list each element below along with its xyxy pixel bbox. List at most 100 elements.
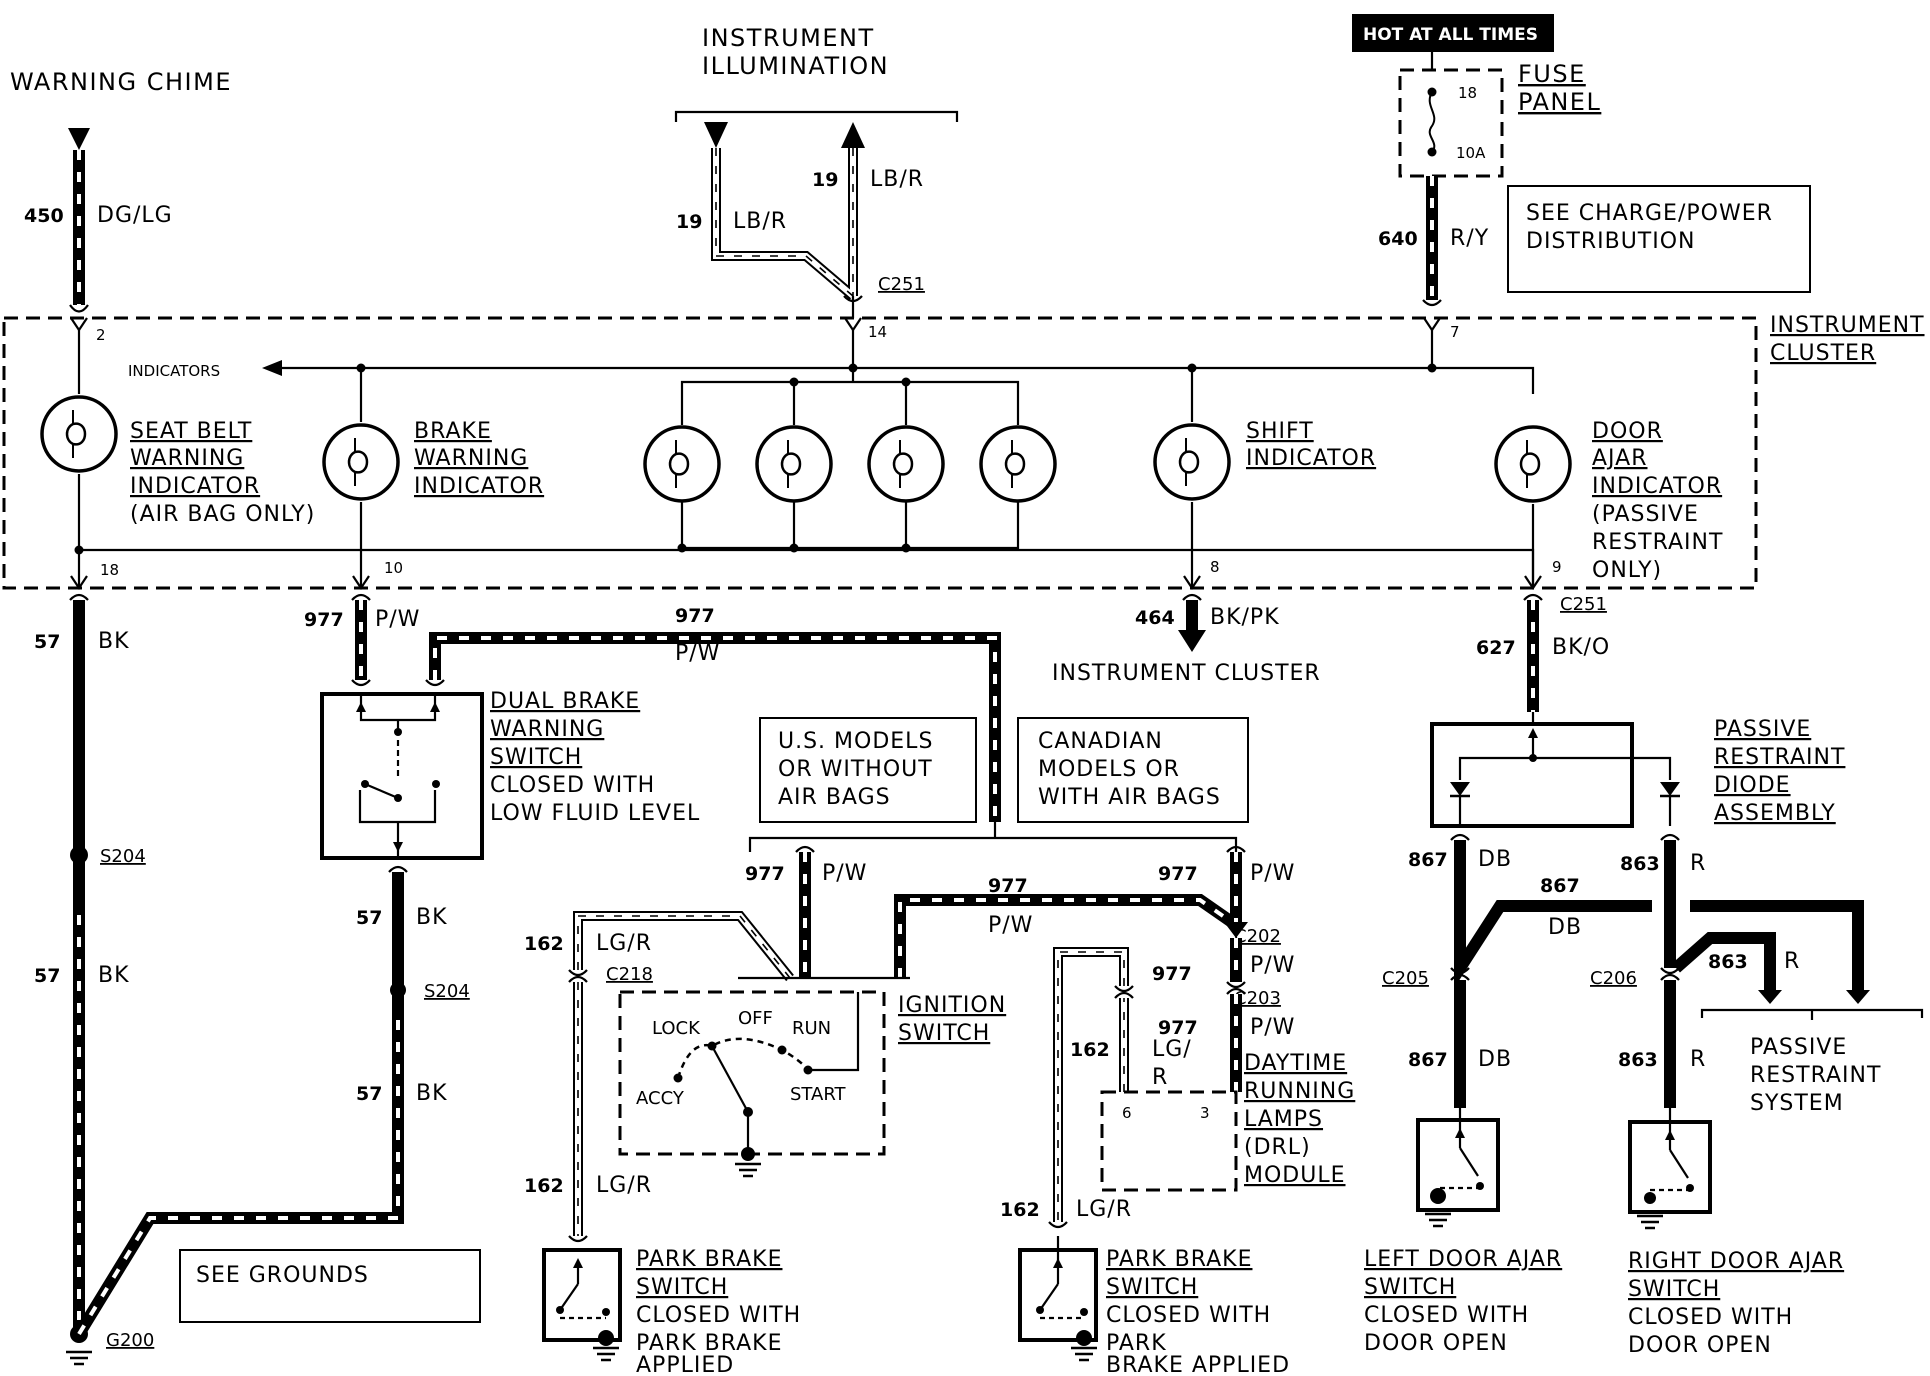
door-label-2: AJAR [1592, 446, 1648, 471]
wire-867b-color: DB [1548, 915, 1582, 940]
pb2-label-3: CLOSED WITH [1106, 1303, 1271, 1328]
drl-label-5: MODULE [1244, 1163, 1346, 1188]
connector-c251-top: C251 [878, 274, 925, 295]
wire-863c-color: R [1690, 1047, 1706, 1072]
diode-right-icon [1660, 782, 1680, 796]
passive-system-label-2: RESTRAINT [1750, 1063, 1881, 1088]
wire-977g-num: 977 [1158, 1017, 1198, 1039]
wire-19a-num: 19 [676, 211, 702, 233]
wire-162a-color: LG/R [596, 931, 652, 956]
passive-system-bracket [1700, 1008, 1924, 1020]
fuse-panel-box [1398, 68, 1504, 178]
pb2-label-2: SWITCH [1106, 1275, 1198, 1300]
fuse-panel-label-1: FUSE [1518, 60, 1586, 88]
wire-977c-color: P/W [822, 861, 867, 886]
canadian-models-box [1017, 717, 1249, 823]
instrument-illumination-label-2: ILLUMINATION [702, 52, 889, 80]
pb2-label-5: BRAKE APPLIED [1106, 1353, 1290, 1376]
dual-brake-label-3: SWITCH [490, 745, 582, 770]
canadian-label-2: MODELS OR [1038, 757, 1180, 782]
shift-label-2: INDICATOR [1246, 446, 1376, 471]
wire-57b-color: BK [98, 963, 130, 988]
pb2-label-1: PARK BRAKE [1106, 1247, 1252, 1272]
wire-162a-num: 162 [524, 933, 564, 955]
wire-977g-color-3: R [1152, 1065, 1168, 1090]
warning-chime-label: WARNING CHIME [10, 68, 232, 96]
passive-system-label-1: PASSIVE [1750, 1035, 1847, 1060]
see-charge-label-1: SEE CHARGE/POWER [1526, 201, 1773, 226]
pb1-label-4: PARK BRAKE [636, 1331, 782, 1356]
right-door-label-2: SWITCH [1628, 1277, 1720, 1302]
hot-at-all-times-badge [1352, 14, 1554, 52]
seat-belt-label-1: SEAT BELT [130, 419, 252, 444]
wire-464-num: 464 [1135, 607, 1175, 629]
wire-863c-num: 863 [1618, 1049, 1658, 1071]
ign-run-label: RUN [792, 1018, 831, 1039]
fuse-number: 18 [1458, 84, 1477, 102]
pin-18: 18 [100, 561, 119, 579]
wire-57b-num: 57 [34, 965, 60, 987]
wire-19b-color: LB/R [870, 167, 924, 192]
ign-off-label: OFF [738, 1008, 773, 1029]
ignition-switch-label-1: IGNITION [898, 993, 1006, 1018]
us-models-label-2: OR WITHOUT [778, 757, 933, 782]
fuse-amperage: 10A [1456, 144, 1486, 162]
wire-977-harness [429, 632, 1001, 822]
ignition-switch-arc [676, 1037, 809, 1079]
wire-162c-num: 162 [1070, 1039, 1110, 1061]
indicators-label: INDICATORS [128, 362, 220, 380]
instrument-cluster-out-label: INSTRUMENT CLUSTER [1052, 661, 1321, 686]
us-models-box [759, 717, 977, 823]
drl-label-4: (DRL) [1244, 1135, 1311, 1160]
shift-label-1: SHIFT [1246, 419, 1314, 444]
indicators-arrow-icon [262, 360, 282, 376]
left-door-label-3: CLOSED WITH [1364, 1303, 1529, 1328]
wire-863b-num: 863 [1708, 951, 1748, 973]
ground-g200-label: G200 [106, 1330, 154, 1351]
wire-57d-color: BK [416, 1081, 448, 1106]
wire-977d-num: 977 [1158, 863, 1198, 885]
wire-867a-color: DB [1478, 847, 1512, 872]
wire-867b-num: 867 [1540, 875, 1580, 897]
ign-lock-label: LOCK [652, 1018, 701, 1039]
splice-s204-a-label: S204 [100, 846, 146, 867]
shift-bulb-icon [1153, 423, 1231, 501]
hot-at-all-times-label: HOT AT ALL TIMES [1363, 25, 1538, 45]
wire-863a-num: 863 [1620, 853, 1660, 875]
ign-start-label: START [790, 1084, 847, 1105]
wire-977g-color: P/W [1250, 1015, 1295, 1040]
instrument-cluster-title-1: INSTRUMENT [1770, 313, 1925, 338]
connector-c205: C205 [1382, 968, 1429, 989]
dual-brake-switch-box [320, 692, 484, 860]
left-door-label-2: SWITCH [1364, 1275, 1456, 1300]
wire-19a-color: LB/R [733, 209, 787, 234]
connector-c218: C218 [606, 964, 653, 985]
wire-627-color: BK/O [1552, 635, 1610, 660]
passive-diode-label-1: PASSIVE [1714, 717, 1811, 742]
illumination-in-arrow-icon [704, 122, 728, 148]
seat-belt-label-4: (AIR BAG ONLY) [130, 502, 315, 527]
fuse-icon [1428, 91, 1436, 153]
fuse-panel-label-2: PANEL [1518, 88, 1601, 116]
wire-867 [1454, 840, 1652, 989]
wire-162b-num: 162 [524, 1175, 564, 1197]
wire-57c-num: 57 [356, 907, 382, 929]
warning-chime-connector-icon [68, 128, 90, 150]
door-label-5: RESTRAINT [1592, 530, 1723, 555]
door-label-6: ONLY) [1592, 558, 1662, 583]
wire-867-out [1690, 900, 1864, 990]
us-models-label-3: AIR BAGS [778, 785, 891, 810]
left-door-label-4: DOOR OPEN [1364, 1331, 1508, 1356]
wire-863b-color: R [1784, 949, 1800, 974]
ignition-ground-icon [733, 1162, 763, 1178]
wire-162b-color: LG/R [596, 1173, 652, 1198]
drl-label-2: RUNNING [1244, 1079, 1355, 1104]
illumination-bulb-1-icon [643, 425, 721, 503]
diode-left-icon [1450, 782, 1470, 796]
drl-module-box [1100, 1090, 1238, 1192]
wire-162d-num: 162 [1000, 1199, 1040, 1221]
canadian-label-3: WITH AIR BAGS [1038, 785, 1221, 810]
passive-diode-label-4: ASSEMBLY [1714, 801, 1836, 826]
drl-label-1: DAYTIME [1244, 1051, 1347, 1076]
